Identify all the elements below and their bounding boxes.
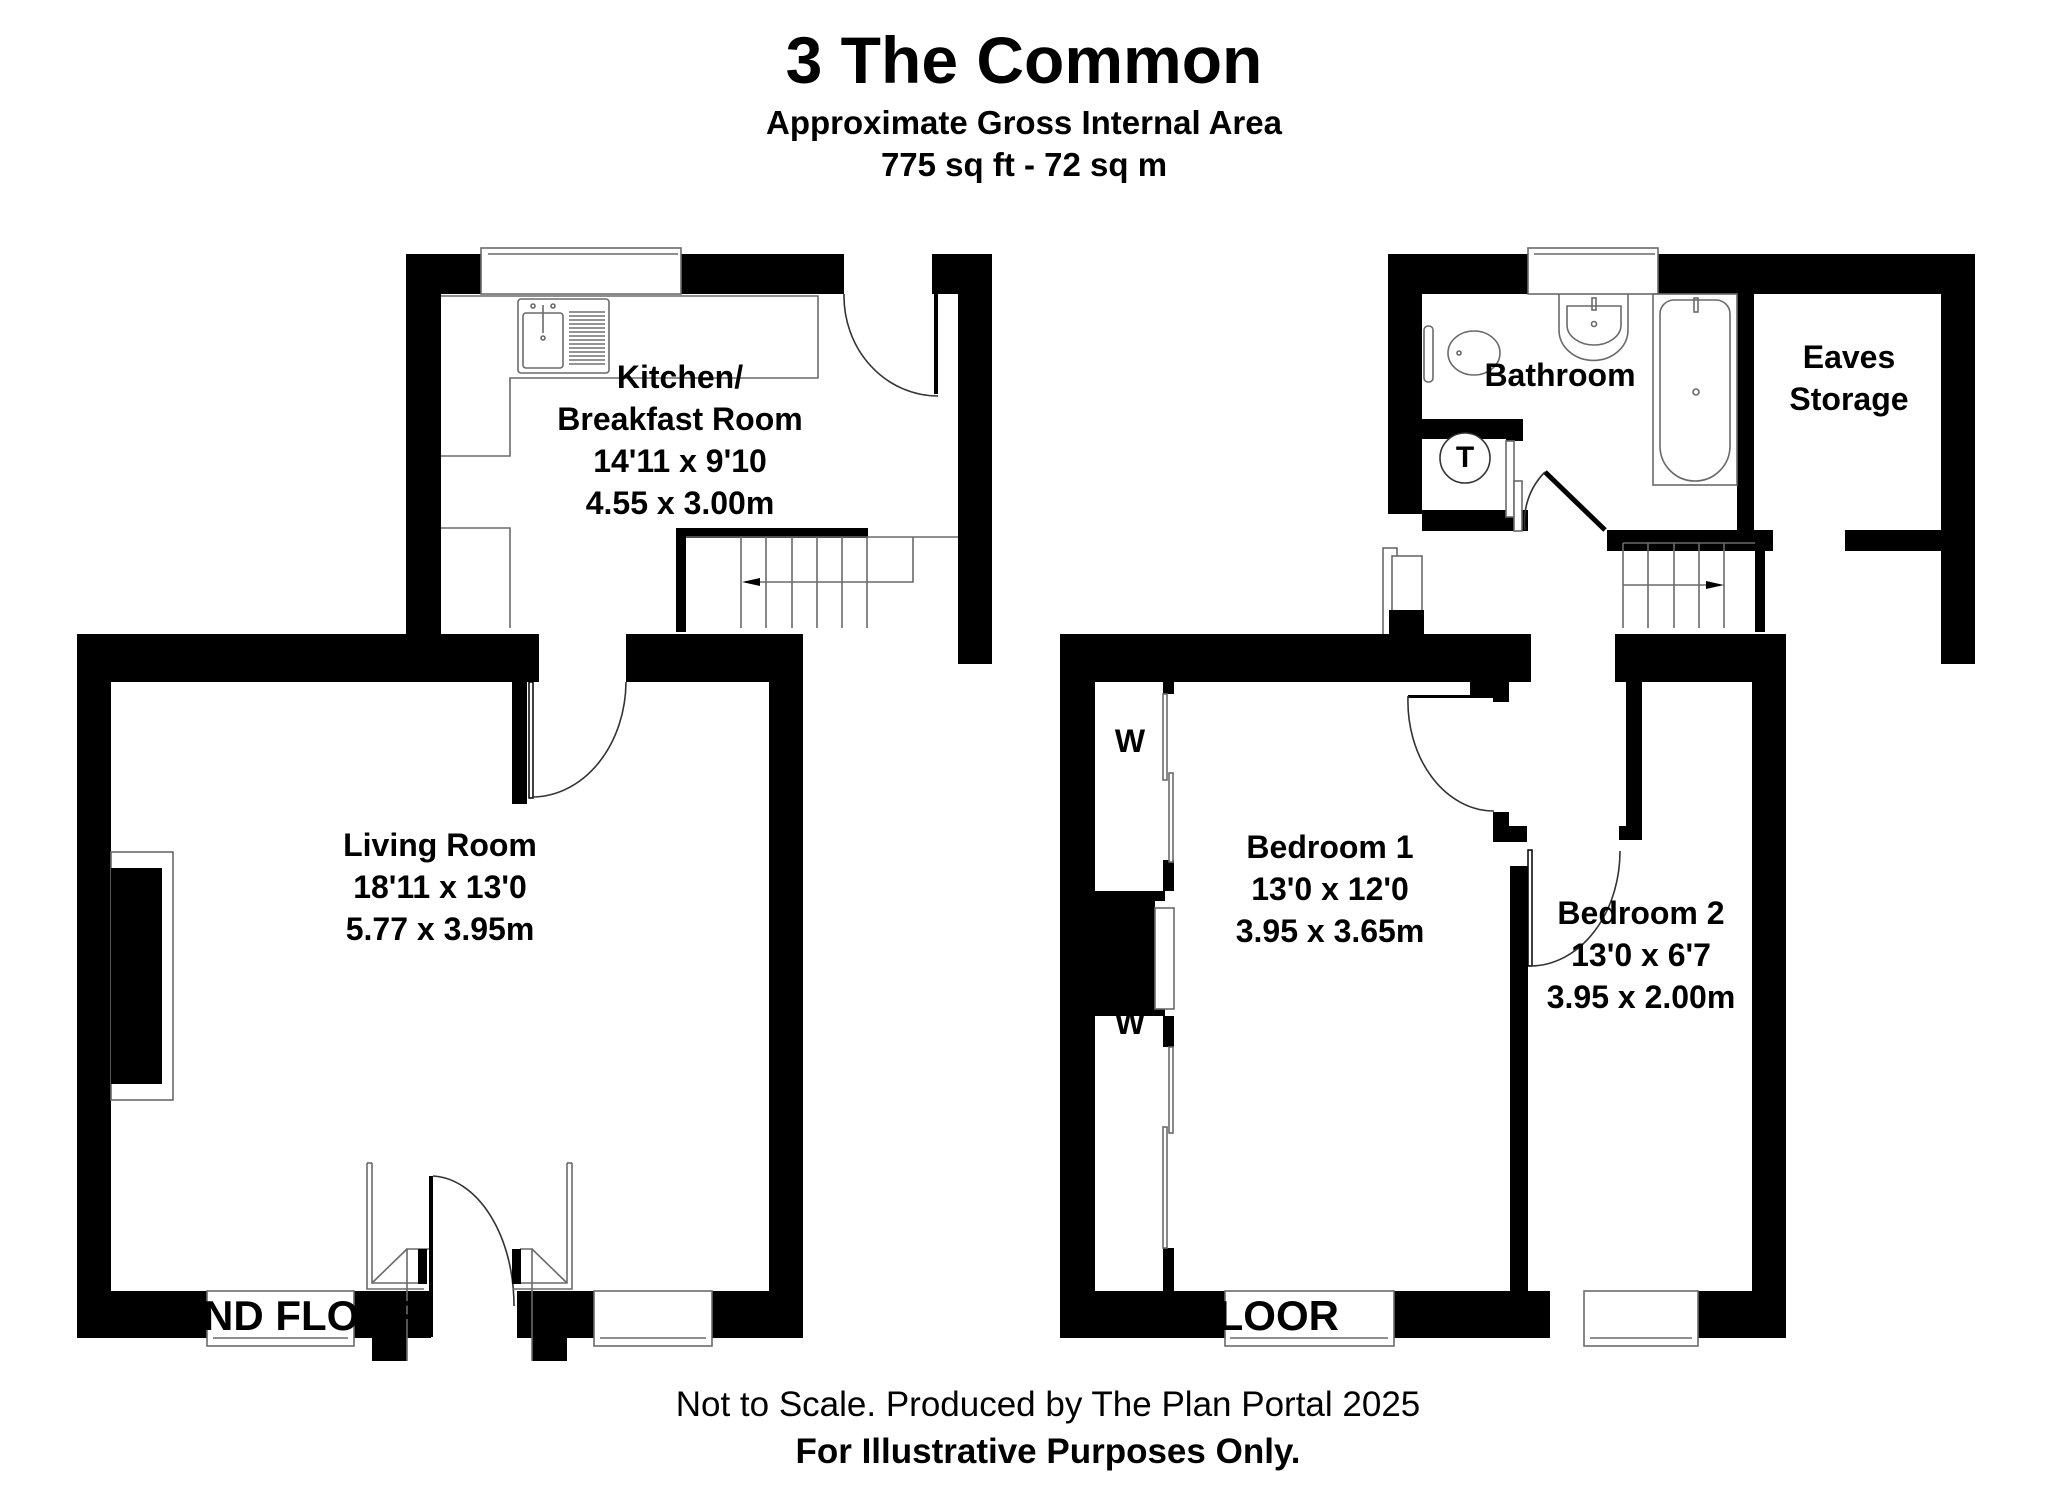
area-heading: Approximate Gross Internal Area bbox=[766, 104, 1282, 141]
room-name: Living Room bbox=[343, 827, 537, 863]
tank-symbol-icon: T bbox=[1455, 441, 1475, 474]
first-floor-label: FIRST FLOOR bbox=[1059, 1292, 1339, 1339]
fireplace bbox=[110, 851, 174, 1101]
kitchen-worktop bbox=[441, 295, 819, 628]
upper-block-walls bbox=[1388, 254, 1975, 664]
property-title: 3 The Common bbox=[785, 23, 1263, 97]
room-dimensions-metric: 5.77 x 3.95m bbox=[345, 911, 535, 947]
bathroom-window bbox=[1527, 247, 1659, 295]
bedroom-block-walls bbox=[1060, 610, 1786, 1338]
first-floor-stairs bbox=[1622, 542, 1755, 628]
first-floor-plan bbox=[1060, 247, 1975, 1347]
porch bbox=[366, 1162, 573, 1361]
tank-cupboard bbox=[1439, 432, 1523, 532]
room-dimensions-imperial: 13'0 x 12'0 bbox=[1251, 871, 1409, 907]
room-dimensions-metric: 3.95 x 2.00m bbox=[1546, 979, 1736, 1015]
room-dimensions-imperial: 18'11 x 13'0 bbox=[353, 869, 527, 905]
area-value: 775 sq ft - 72 sq m bbox=[880, 146, 1168, 183]
bedroom-2-window bbox=[1583, 1290, 1699, 1347]
kitchen-walls bbox=[406, 254, 992, 664]
room-label-kitchen: Kitchen/ Breakfast Room 14'11 x 9'10 4.5… bbox=[528, 356, 832, 524]
room-name: Kitchen/ bbox=[616, 359, 744, 395]
room-name: Breakfast Room bbox=[557, 401, 803, 437]
living-room-window-left bbox=[206, 1290, 355, 1347]
ground-floor-stairs bbox=[686, 536, 958, 628]
room-dimensions-imperial: 14'11 x 9'10 bbox=[593, 443, 767, 479]
bedroom-1-door bbox=[1407, 695, 1495, 812]
kitchen-back-door bbox=[843, 293, 939, 397]
stair-direction-arrow-icon bbox=[742, 578, 760, 586]
kitchen-window bbox=[480, 247, 682, 295]
kitchen-living-door bbox=[528, 681, 627, 799]
disclaimer: For Illustrative Purposes Only. bbox=[795, 1432, 1301, 1471]
room-label-bedroom-2: Bedroom 2 13'0 x 6'7 3.95 x 2.00m bbox=[1530, 892, 1752, 1018]
bathtub-icon bbox=[1652, 293, 1738, 486]
ground-floor-plan bbox=[77, 247, 992, 1361]
wardrobe-doors bbox=[1154, 693, 1175, 1249]
room-dimensions-metric: 3.95 x 3.65m bbox=[1235, 913, 1425, 949]
stair-direction-arrow-icon bbox=[1706, 581, 1724, 589]
room-name: Eaves bbox=[1802, 339, 1896, 375]
room-dimensions-metric: 4.55 x 3.00m bbox=[585, 485, 775, 521]
room-label-bedroom-1: Bedroom 1 13'0 x 12'0 3.95 x 3.65m bbox=[1200, 826, 1460, 952]
room-name: Bedroom 1 bbox=[1246, 829, 1414, 865]
living-room-window-right bbox=[593, 1290, 713, 1347]
room-label-bathroom: Bathroom bbox=[1470, 354, 1650, 396]
front-door bbox=[429, 1175, 515, 1337]
room-label-living-room: Living Room 18'11 x 13'0 5.77 x 3.95m bbox=[280, 824, 600, 950]
living-room-walls bbox=[77, 634, 803, 1338]
scale-note: Not to Scale. Produced by The Plan Porta… bbox=[675, 1385, 1421, 1424]
ground-floor-label: GROUND FLOOR bbox=[77, 1292, 423, 1339]
wardrobe-label-upper: W bbox=[1114, 723, 1146, 759]
bathroom-door bbox=[1523, 470, 1607, 532]
room-name: Bathroom bbox=[1484, 357, 1636, 393]
room-name: Bedroom 2 bbox=[1557, 895, 1725, 931]
room-label-eaves-storage: Eaves Storage bbox=[1762, 336, 1936, 420]
wardrobe-label-lower: W bbox=[1114, 1005, 1146, 1041]
kitchen-sink-icon bbox=[517, 298, 610, 374]
bedroom-1-window bbox=[1224, 1290, 1395, 1347]
toilet-icon bbox=[1423, 325, 1501, 383]
room-dimensions-imperial: 13'0 x 6'7 bbox=[1571, 937, 1711, 973]
bedroom-2-door bbox=[1527, 849, 1621, 967]
basin-icon bbox=[1558, 294, 1629, 362]
room-name: Storage bbox=[1789, 381, 1909, 417]
